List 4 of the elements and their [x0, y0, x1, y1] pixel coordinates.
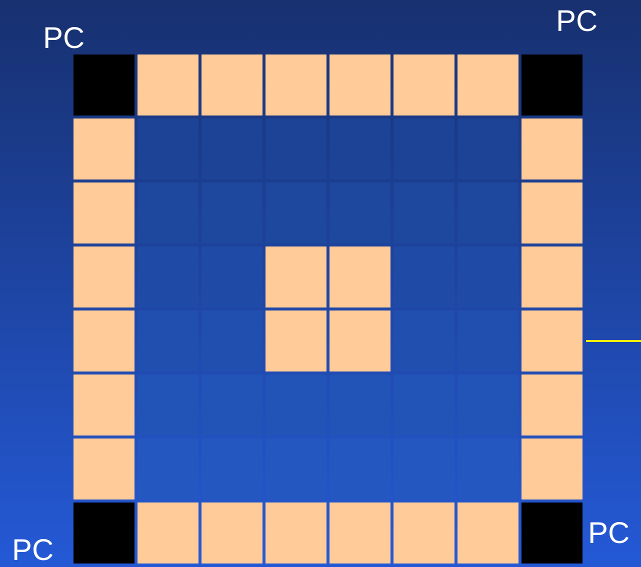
corner-label: PC	[12, 536, 54, 566]
corner-label: PC	[588, 519, 630, 549]
corner-label: PC	[43, 24, 85, 54]
corner-label: PC	[556, 7, 598, 37]
